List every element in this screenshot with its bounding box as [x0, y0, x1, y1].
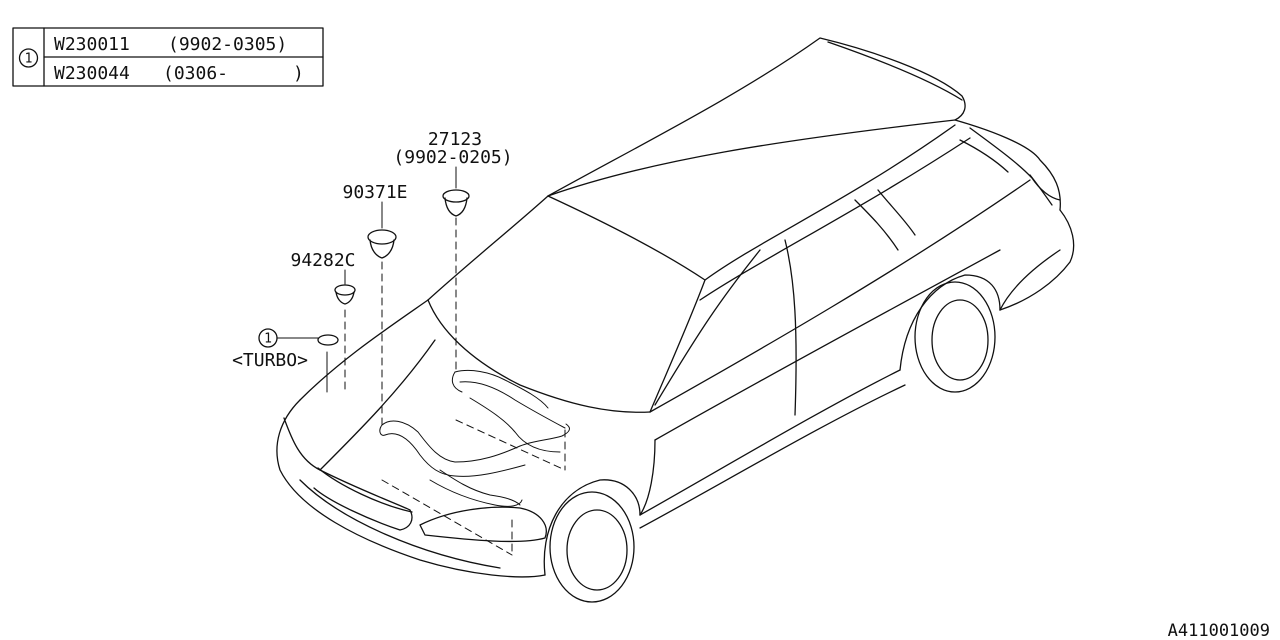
legend-ref-number: 1	[25, 52, 33, 67]
legend-row-1-part: W230011	[54, 34, 130, 55]
callout-94282c: 94282C	[290, 250, 356, 393]
grommet-icon	[442, 189, 470, 217]
callout-turbo: 1 <TURBO>	[232, 328, 339, 393]
part-number-90371e: 90371E	[342, 182, 407, 203]
callout-27123: 27123 (9902-0205)	[393, 129, 513, 373]
rear-tire	[914, 281, 996, 393]
callout-90371e: 90371E	[342, 182, 408, 426]
legend-table: 1 W230011 (9902-0305) W230044 (0306- )	[12, 27, 324, 87]
rear-rim	[931, 299, 989, 381]
legend-row-2-part: W230044	[54, 63, 130, 84]
turbo-ref-number: 1	[264, 332, 272, 347]
diagram-id: A411001009	[1168, 621, 1270, 640]
harness-leader-lines	[381, 419, 566, 556]
grommet-icon	[367, 229, 397, 259]
cap-icon	[317, 334, 339, 346]
engine-harness	[379, 369, 570, 507]
part-number-94282c: 94282C	[290, 250, 355, 271]
legend-row-1-range: (9902-0305)	[168, 34, 287, 55]
legend-row-2-range: (0306- )	[163, 63, 304, 84]
part-number-27123: 27123	[428, 129, 482, 150]
front-tire	[549, 491, 635, 603]
grommet-icon	[334, 284, 356, 305]
turbo-note: <TURBO>	[232, 350, 308, 371]
front-rim	[566, 509, 628, 591]
legend-ref-circle	[18, 48, 39, 68]
car-body-outline	[276, 37, 1075, 603]
part-range-27123: (9902-0205)	[393, 147, 512, 168]
